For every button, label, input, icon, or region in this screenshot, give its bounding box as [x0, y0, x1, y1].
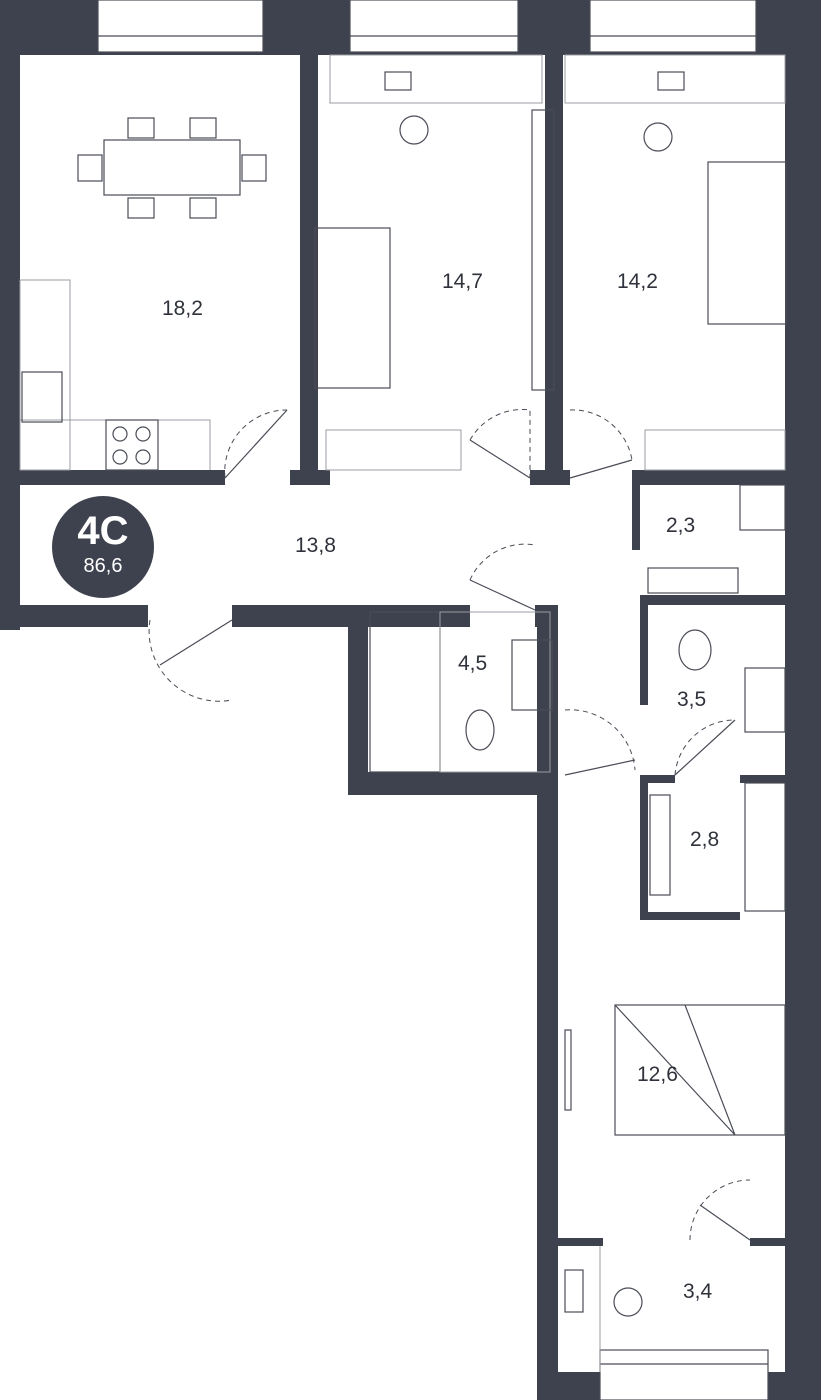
apartment-total-area: 86,6 [84, 555, 123, 577]
apartment-badge: 4С 86,6 [52, 496, 154, 598]
room-area-bedroom-3: 12,6 [637, 1063, 678, 1086]
windows [97, 0, 769, 1400]
fixtures [19, 54, 787, 1372]
watermark-text: Домклик [82, 1345, 187, 1372]
room-area-hallway: 13,8 [295, 534, 336, 557]
apartment-type: 4С [77, 509, 128, 553]
doors [148, 409, 751, 1241]
room-area-bedroom-1: 14,7 [442, 270, 483, 293]
room-area-kitchen-living: 18,2 [162, 297, 203, 320]
room-area-toilet: 3,5 [677, 688, 706, 711]
room-area-bedroom-2: 14,2 [617, 270, 658, 293]
watermark: Домклик [40, 1339, 187, 1382]
room-area-wardrobe: 2,8 [690, 828, 719, 851]
room-area-balcony-study: 3,4 [683, 1280, 713, 1303]
room-area-bathroom: 4,5 [458, 652, 487, 675]
domclick-logo-icon [40, 1339, 74, 1382]
room-area-storage: 2,3 [666, 514, 695, 537]
